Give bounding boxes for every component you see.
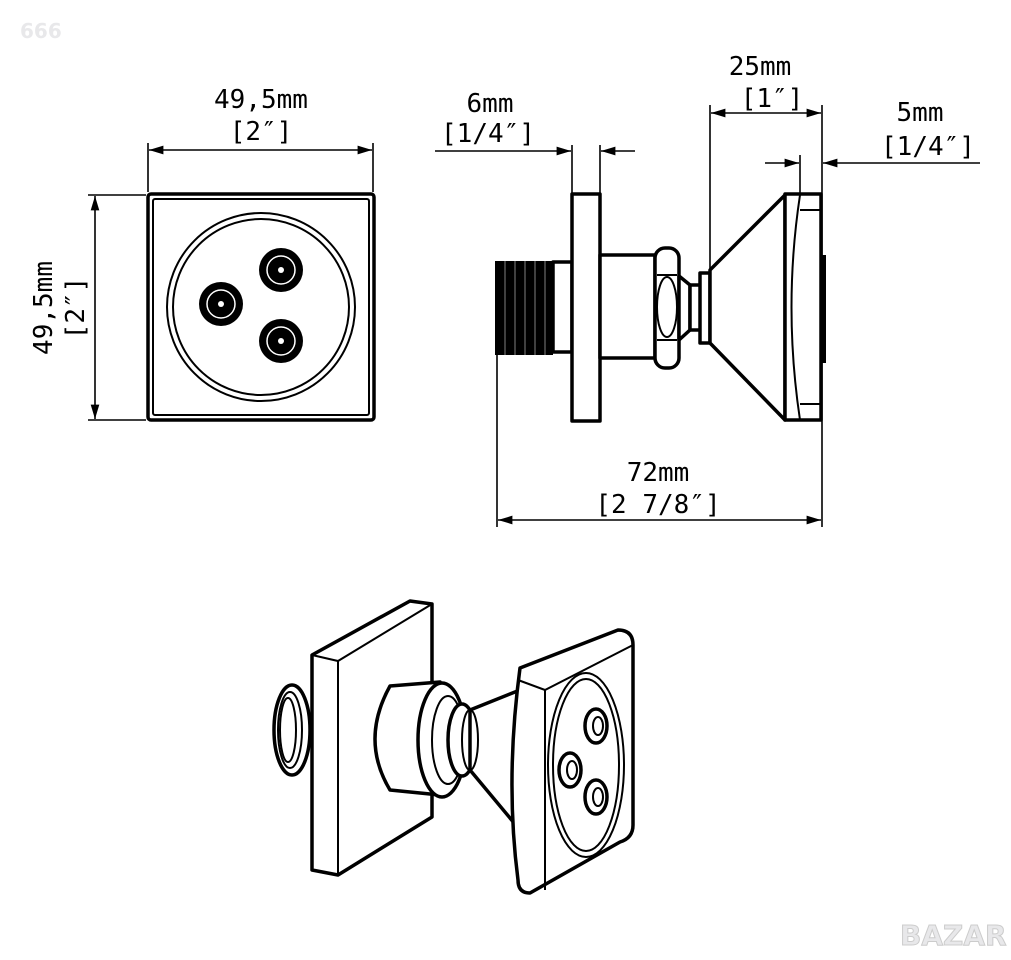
- head-in: [1″]: [741, 84, 804, 114]
- head-mm: 25mm: [729, 52, 792, 82]
- nozzle: [199, 282, 243, 326]
- bazar-watermark-logo: BAZAR: [900, 919, 1007, 952]
- nozzle: [259, 319, 303, 363]
- front-view: [88, 143, 376, 422]
- nozzle: [583, 707, 609, 745]
- flange-in: [1/4″]: [441, 119, 535, 149]
- flange-mm: 6mm: [467, 89, 514, 119]
- face-in: [1/4″]: [881, 132, 975, 162]
- front-height-in: [2″]: [61, 277, 91, 340]
- nozzle: [583, 778, 609, 816]
- watermark-666: 666: [20, 19, 62, 43]
- front-height-mm: 49,5mm: [29, 261, 59, 355]
- face-mm: 5mm: [897, 98, 944, 128]
- nozzle: [259, 248, 303, 292]
- total-mm: 72mm: [627, 458, 690, 488]
- side-view: [435, 105, 980, 527]
- front-width-mm: 49,5mm: [214, 85, 308, 115]
- total-in: [2 7/8″]: [595, 490, 720, 520]
- front-width-in: [2″]: [230, 117, 293, 147]
- isometric-view: [272, 599, 635, 895]
- nozzle: [557, 751, 583, 789]
